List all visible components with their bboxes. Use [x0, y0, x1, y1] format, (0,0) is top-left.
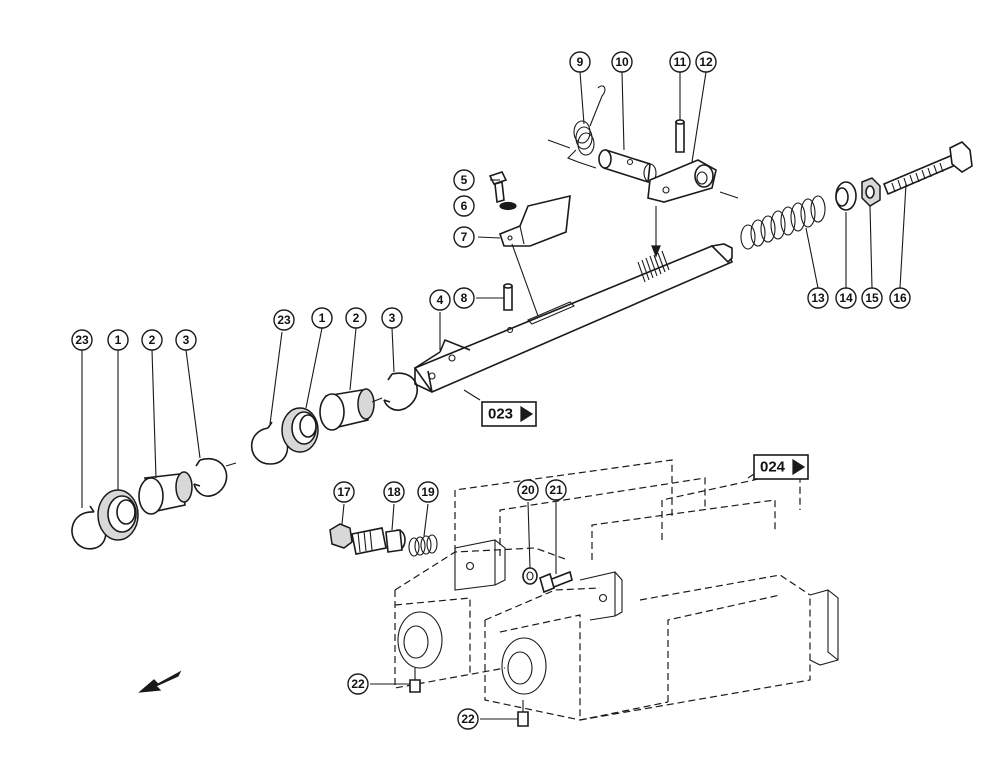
callout-20: 20 — [517, 479, 539, 501]
callout-label: 5 — [461, 173, 468, 187]
sleeve-10 — [598, 148, 657, 184]
play-arrow-icon — [520, 405, 534, 423]
callout-18: 18 — [383, 481, 405, 503]
callout-label: 15 — [865, 291, 879, 305]
callout-label: 19 — [421, 485, 435, 499]
callout-21: 21 — [545, 479, 567, 501]
grease-nipple-22a — [409, 668, 421, 693]
callout-label: 20 — [521, 483, 535, 497]
callout-label: 6 — [461, 199, 468, 213]
callout-19: 19 — [417, 481, 439, 503]
main-shaft — [413, 243, 734, 393]
callout-17: 17 — [333, 481, 355, 503]
callout-label: 9 — [577, 55, 584, 69]
callout-1-left: 1 — [107, 329, 129, 351]
callout-23-left: 23 — [71, 329, 93, 351]
lever-12 — [647, 159, 717, 203]
callout-3-middle: 3 — [381, 307, 403, 329]
nut-15 — [861, 177, 881, 207]
grease-nipple-22b — [517, 700, 529, 727]
callout-label: 1 — [115, 333, 122, 347]
callout-label: 3 — [183, 333, 190, 347]
reference-box-023[interactable]: 023 — [481, 401, 537, 427]
callout-14: 14 — [835, 287, 857, 309]
bearing-set-middle — [250, 372, 418, 465]
callout-label: 14 — [839, 291, 853, 305]
assembly-arrow — [651, 206, 661, 258]
callout-12: 12 — [695, 51, 717, 73]
torsion-spring-9 — [567, 85, 606, 169]
reference-label: 023 — [488, 406, 513, 423]
bolt-21 — [539, 570, 573, 594]
callout-label: 18 — [387, 485, 401, 499]
callout-label: 4 — [437, 293, 444, 307]
nut-17 — [329, 523, 353, 549]
callout-label: 8 — [461, 291, 468, 305]
callout-label: 13 — [811, 291, 825, 305]
callout-13: 13 — [807, 287, 829, 309]
leader-lines — [81, 71, 907, 720]
washer-6 — [499, 201, 517, 211]
reference-label: 024 — [760, 459, 786, 476]
plate-7 — [499, 194, 571, 247]
callout-label: 1 — [319, 311, 326, 325]
callout-2-middle: 2 — [345, 307, 367, 329]
bolt-16 — [882, 141, 973, 196]
callout-2-left: 2 — [141, 329, 163, 351]
spring-19 — [408, 534, 438, 557]
callout-7: 7 — [453, 226, 475, 248]
reference-box-024[interactable]: 024 — [753, 454, 809, 480]
callout-1-middle: 1 — [311, 307, 333, 329]
washer-20 — [522, 567, 538, 585]
callout-label: 2 — [353, 311, 360, 325]
callout-15: 15 — [861, 287, 883, 309]
callout-label: 22 — [351, 677, 365, 691]
frame-housing — [394, 459, 839, 721]
callout-label: 2 — [149, 333, 156, 347]
callout-4: 4 — [429, 289, 451, 311]
callout-label: 10 — [615, 55, 629, 69]
callout-22-left: 22 — [347, 673, 369, 695]
pin-11 — [675, 119, 685, 153]
callout-label: 11 — [674, 55, 687, 69]
callout-8: 8 — [453, 287, 475, 309]
callout-3-left: 3 — [175, 329, 197, 351]
screw-5 — [488, 171, 508, 204]
play-arrow-icon — [792, 458, 806, 476]
washer-14 — [835, 181, 857, 211]
callout-label: 23 — [75, 333, 89, 347]
callout-22-bottom: 22 — [457, 708, 479, 730]
callout-label: 7 — [461, 230, 468, 244]
callout-6: 6 — [453, 195, 475, 217]
callout-label: 23 — [277, 313, 291, 327]
callout-9: 9 — [569, 51, 591, 73]
compression-spring — [740, 195, 826, 250]
callout-label: 16 — [893, 291, 907, 305]
stud-18 — [351, 527, 406, 555]
callout-10: 10 — [611, 51, 633, 73]
bearing-set-left — [71, 457, 237, 550]
callout-label: 17 — [337, 485, 351, 499]
callout-5: 5 — [453, 169, 475, 191]
callout-23-middle: 23 — [273, 309, 295, 331]
callout-label: 22 — [461, 712, 475, 726]
callout-16: 16 — [889, 287, 911, 309]
callout-label: 21 — [549, 483, 563, 497]
direction-arrow-icon — [138, 670, 182, 693]
callout-label: 12 — [699, 55, 713, 69]
callout-11: 11 — [669, 51, 691, 73]
pin-8 — [503, 283, 513, 311]
callout-label: 3 — [389, 311, 396, 325]
